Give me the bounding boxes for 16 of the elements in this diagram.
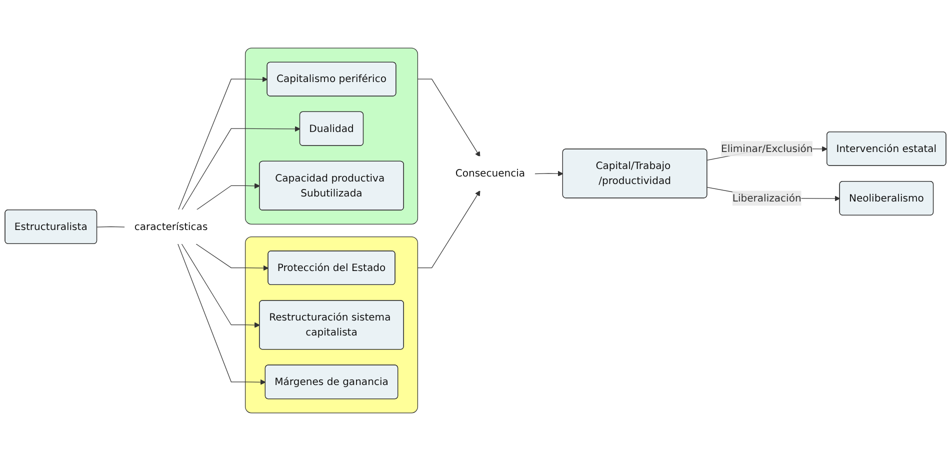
arrow <box>417 190 480 268</box>
cluster <box>244 236 418 414</box>
arrow <box>196 244 269 271</box>
arrow <box>417 78 480 158</box>
arrow <box>196 183 260 210</box>
arrow <box>181 244 260 328</box>
connector <box>96 226 126 228</box>
arrow <box>178 76 268 210</box>
node-text: Consecuencia <box>455 167 526 180</box>
edge-label: Liberalización <box>732 192 802 204</box>
edge-label: Eliminar/Exclusión <box>720 142 813 154</box>
arrow <box>181 126 300 210</box>
node-text: características <box>134 220 208 232</box>
arrow <box>178 244 266 385</box>
arrow <box>534 170 564 176</box>
cluster <box>244 48 418 225</box>
